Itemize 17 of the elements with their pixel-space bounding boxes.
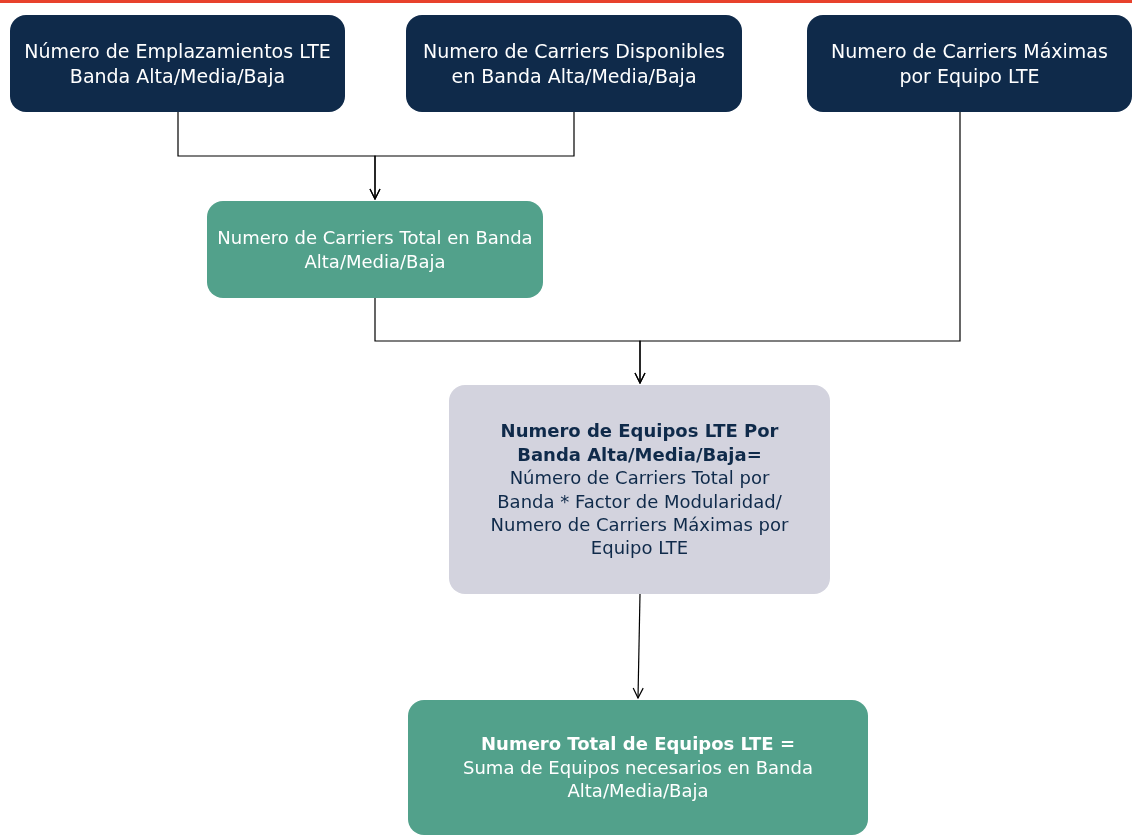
node-heading: Numero Total de Equipos LTE = xyxy=(481,732,795,756)
node-text: Número de Carriers Total por Banda * Factor de Modularidad/ Numero de Carriers Máximas por Equipo LTE xyxy=(489,466,790,560)
connector-arrow xyxy=(634,111,961,384)
node-text: Número de Emplazamientos LTE Banda Alta/Media/Baja xyxy=(23,38,332,89)
input-box xyxy=(406,15,742,112)
input-box xyxy=(10,15,345,112)
node-text: Numero de Carriers Disponibles en Banda Alta/Media/Baja xyxy=(422,38,726,89)
node-heading: Numero de Equipos LTE Por Banda Alta/Media/Baja= xyxy=(499,419,780,467)
formula-box xyxy=(449,385,830,594)
connector-arrow xyxy=(369,111,575,200)
node-text: Numero de Carriers Total en Banda Alta/Media/Baja xyxy=(216,226,534,273)
node-text: Numero de Carriers Máximas por Equipo LTE xyxy=(830,38,1109,89)
connector-arrow xyxy=(632,593,644,699)
process-box xyxy=(207,201,543,298)
node-text: Suma de Equipos necesarios en Banda Alta/Media/Baja xyxy=(462,755,814,803)
result-box xyxy=(408,700,868,835)
input-box xyxy=(807,15,1132,112)
